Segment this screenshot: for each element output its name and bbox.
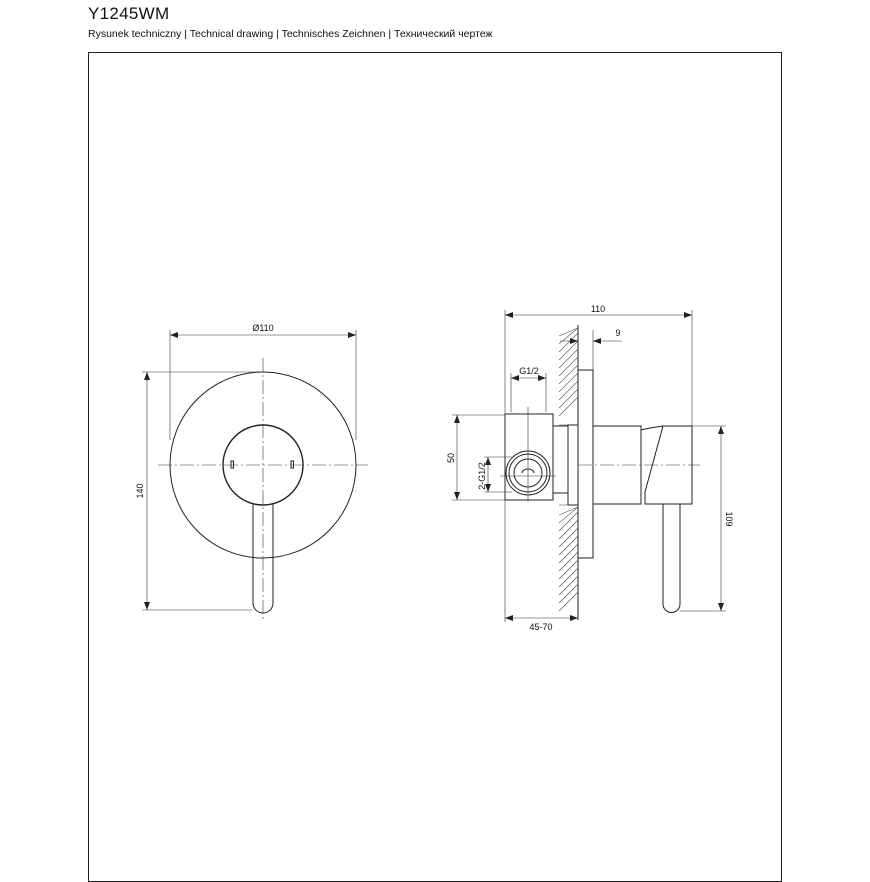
height-label: 140 <box>135 483 145 498</box>
hatch-line <box>558 372 579 393</box>
plate-thickness-label: 9 <box>615 328 620 338</box>
hatch-line <box>558 583 579 604</box>
depth-label: 110 <box>591 304 605 314</box>
hatch-line <box>558 506 579 524</box>
side-lever <box>662 504 681 613</box>
product-code-title: Y1245WM <box>88 4 170 23</box>
hatch-line <box>558 551 579 572</box>
hatch-line <box>558 356 579 377</box>
hatch-line <box>558 535 579 556</box>
hatch-line <box>558 559 579 580</box>
hatch-line <box>558 332 579 353</box>
slot-left <box>230 460 234 469</box>
body-height-label: 50 <box>446 453 456 463</box>
hatch-line <box>558 340 579 361</box>
hatch-line <box>558 506 579 516</box>
install-depth-label: 45-70 <box>529 622 552 632</box>
valve-flange <box>567 424 579 506</box>
hatch-line <box>558 575 579 596</box>
valve-neck <box>552 425 569 494</box>
hatch-line <box>558 527 579 548</box>
outlet-label: 2-G1/2 <box>477 462 487 490</box>
hatch-line <box>558 543 579 564</box>
hatch-line <box>558 364 579 385</box>
hatch-line <box>558 348 579 369</box>
total-height-label: 109 <box>724 511 734 526</box>
hatch-line <box>558 511 579 532</box>
hatch-line <box>558 567 579 588</box>
hatch-line <box>558 327 579 337</box>
cover-plate <box>577 369 594 559</box>
inlet-label: G1/2 <box>519 366 539 376</box>
hatch-line <box>558 591 579 612</box>
drawing-subtitle: Rysunek techniczny | Technical drawing |… <box>88 28 493 40</box>
slot-right <box>290 460 294 469</box>
hatch-line <box>558 380 579 401</box>
hatch-line <box>558 519 579 540</box>
hatch-line <box>558 327 579 345</box>
front-view: Ø110 140 <box>135 323 368 622</box>
hatch-line <box>558 396 579 417</box>
diameter-label: Ø110 <box>252 323 273 333</box>
side-view: 110 9 G1/2 2-G1/2 50 109 45-70 <box>446 304 734 632</box>
hatch-line <box>558 388 579 409</box>
